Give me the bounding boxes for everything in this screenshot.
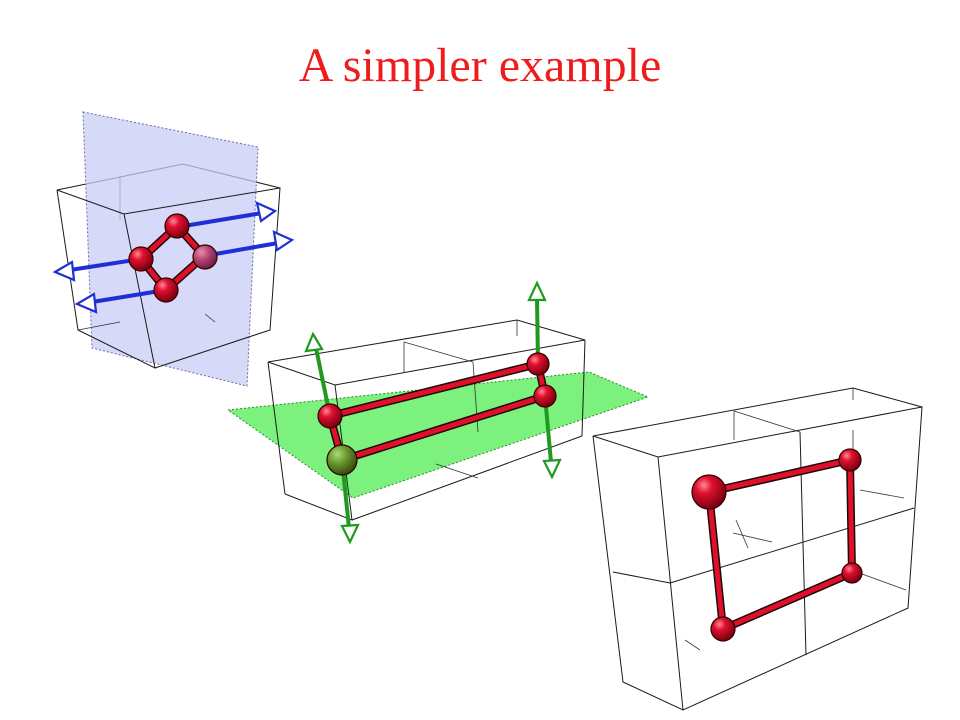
node <box>533 384 557 408</box>
node <box>691 474 727 510</box>
box-back-edges <box>592 387 923 440</box>
green-arrow <box>527 280 547 365</box>
node <box>326 444 358 476</box>
node <box>838 448 862 472</box>
node <box>128 246 154 272</box>
node <box>317 403 343 429</box>
node <box>526 352 550 376</box>
node <box>710 616 736 642</box>
node <box>164 213 190 239</box>
slide-title: A simpler example <box>298 39 662 92</box>
panel-x-split <box>52 111 295 387</box>
node <box>153 277 179 303</box>
box-front-edges <box>592 406 923 711</box>
panel3-bonds <box>705 455 857 635</box>
node <box>192 244 218 270</box>
panel-result <box>592 387 923 711</box>
panel-y-split <box>226 280 650 545</box>
box-back-edges <box>267 319 586 372</box>
box-front-edges <box>56 187 281 369</box>
node <box>841 562 863 584</box>
blue-plane <box>82 111 259 387</box>
box-front-edges <box>267 339 586 521</box>
